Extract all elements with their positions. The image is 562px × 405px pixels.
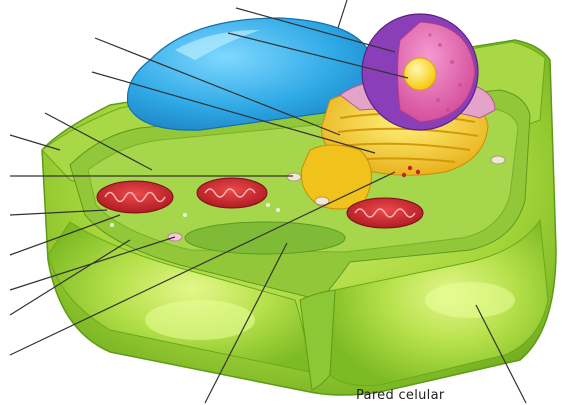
nucleolus [404,58,436,90]
mitochondrion-center [197,178,267,208]
cell-wall-label: Pared celular [356,388,444,403]
mitochondrion-left [97,181,173,213]
chloroplast [185,222,345,254]
wall-highlight-right [425,282,515,318]
wall-highlight-left [145,300,255,340]
mitochondrion-right [347,198,423,228]
leader-line [338,0,347,28]
